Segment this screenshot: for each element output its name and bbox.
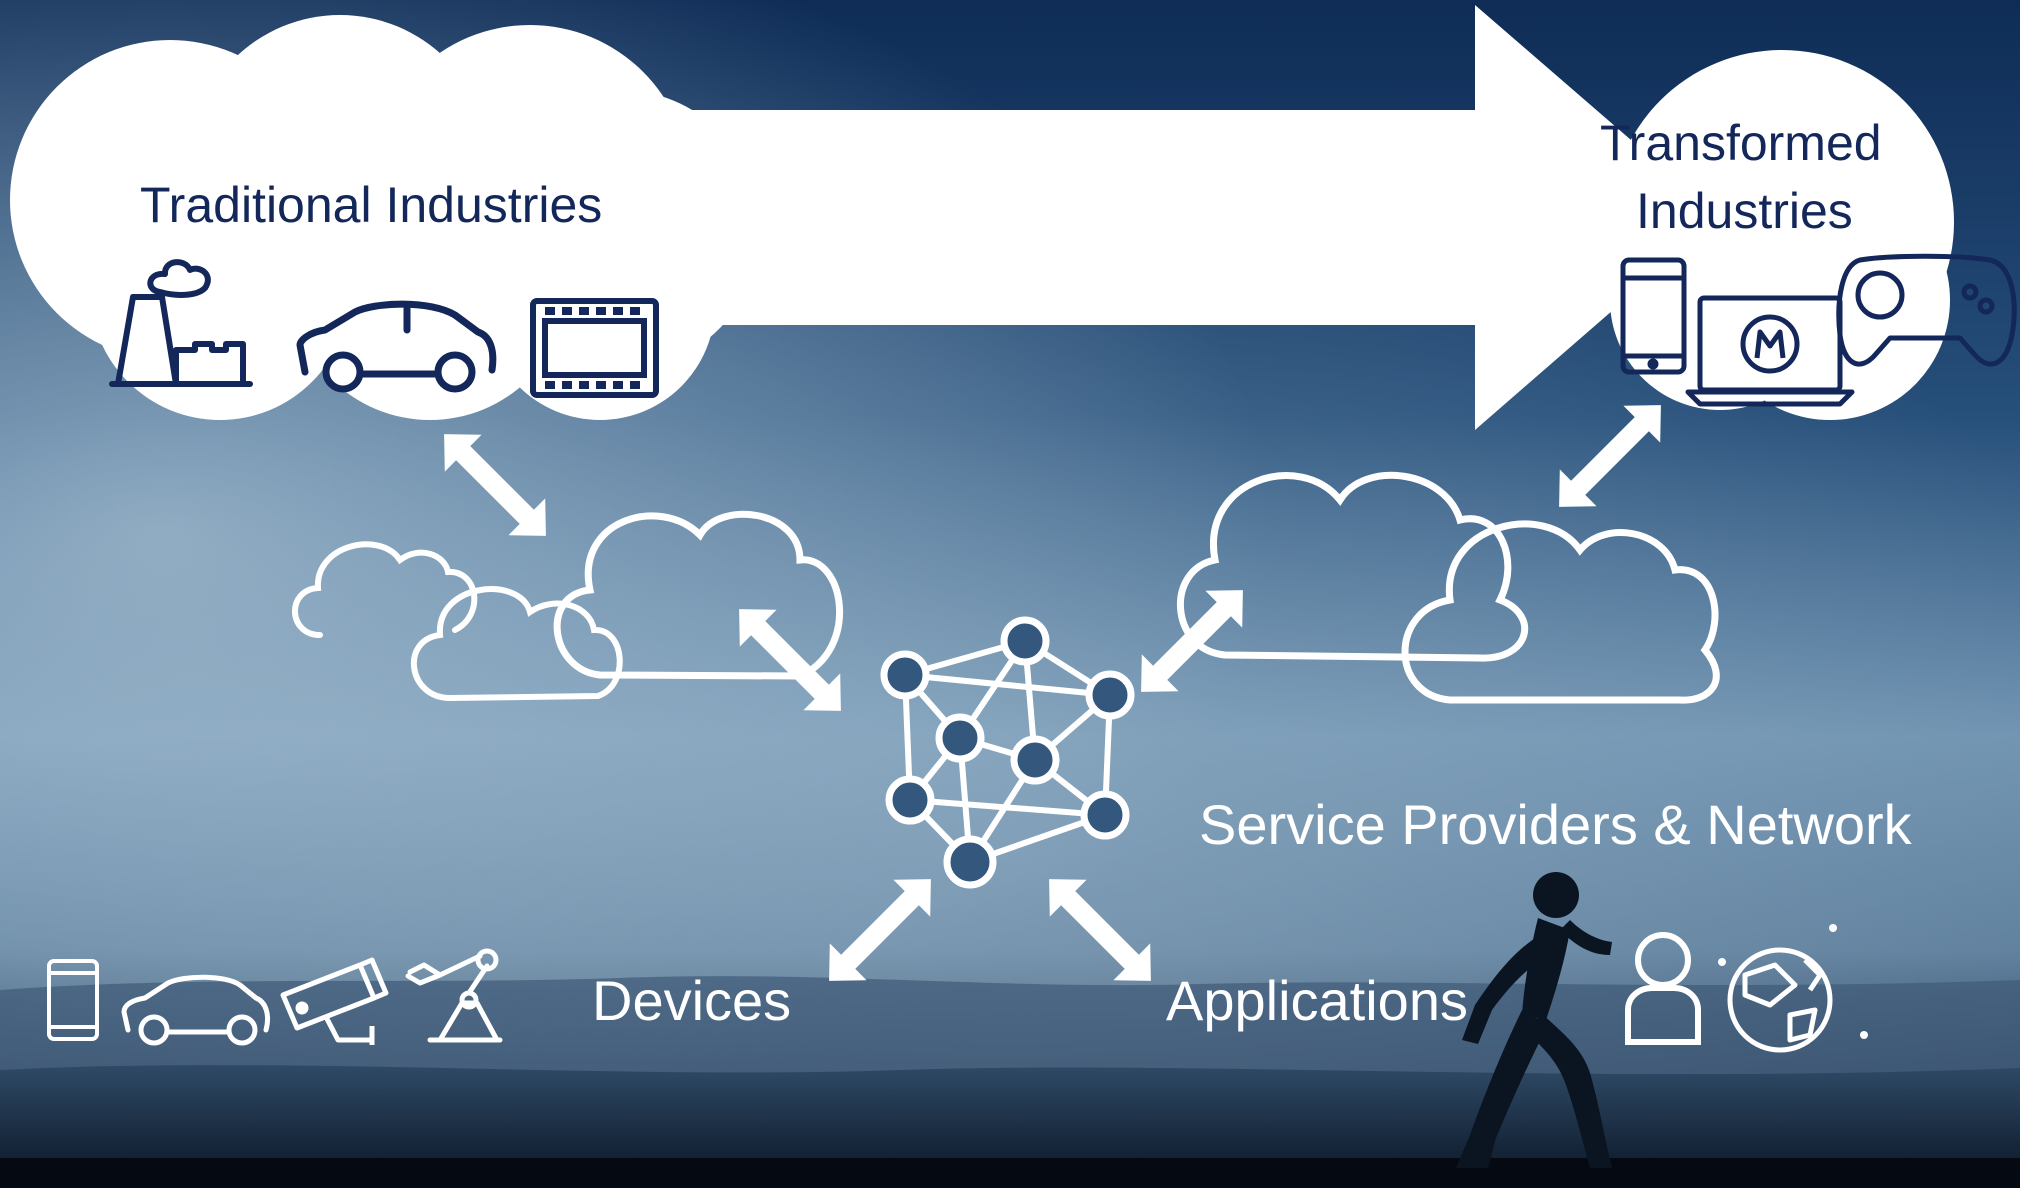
- device-robot-arm-icon: [405, 948, 503, 1043]
- bottom-strip: [0, 1158, 2020, 1188]
- service-providers-label: Service Providers & Network: [1199, 793, 1912, 856]
- outline-cloud-right-1: [1177, 471, 1529, 662]
- car-icon: [296, 300, 497, 393]
- arrow-transformed-clouds: [1559, 405, 1661, 507]
- outline-cloud-right-2: [1401, 520, 1720, 704]
- outline-cloud-mid: [410, 586, 623, 702]
- runner-silhouette: [1456, 872, 1612, 1168]
- applications-label: Applications: [1166, 969, 1468, 1032]
- devices-label: Devices: [592, 969, 792, 1032]
- transformed-industries-cloud: [1610, 50, 1954, 420]
- film-strip-icon: [530, 298, 659, 398]
- network-mesh-icon: [880, 616, 1135, 889]
- traditional-industries-label: Traditional Industries: [140, 177, 603, 233]
- device-security-camera-icon: [280, 957, 389, 1045]
- arrow-clouds-hub-left: [739, 609, 841, 711]
- device-car-icon: [121, 974, 271, 1046]
- smartphone-icon: [1620, 257, 1687, 375]
- arrow-hub-devices: [829, 879, 931, 981]
- outline-cloud-small: [292, 541, 478, 638]
- arrow-hub-applications: [1049, 879, 1151, 981]
- outline-cloud-large: [553, 510, 844, 680]
- transformed-industries-label-line2: Industries: [1636, 183, 1853, 239]
- arrow-hub-clouds-right: [1141, 590, 1243, 692]
- ground: [0, 1065, 2020, 1188]
- arrow-traditional-clouds: [444, 434, 546, 536]
- factory-icon: [109, 259, 253, 387]
- device-smartphone-icon: [47, 959, 99, 1041]
- globe-icon: [1718, 924, 1868, 1053]
- gamepad-icon: [1836, 253, 2017, 367]
- transformed-industries-label-line1: Transformed: [1600, 115, 1882, 171]
- person-icon: [1625, 932, 1701, 1045]
